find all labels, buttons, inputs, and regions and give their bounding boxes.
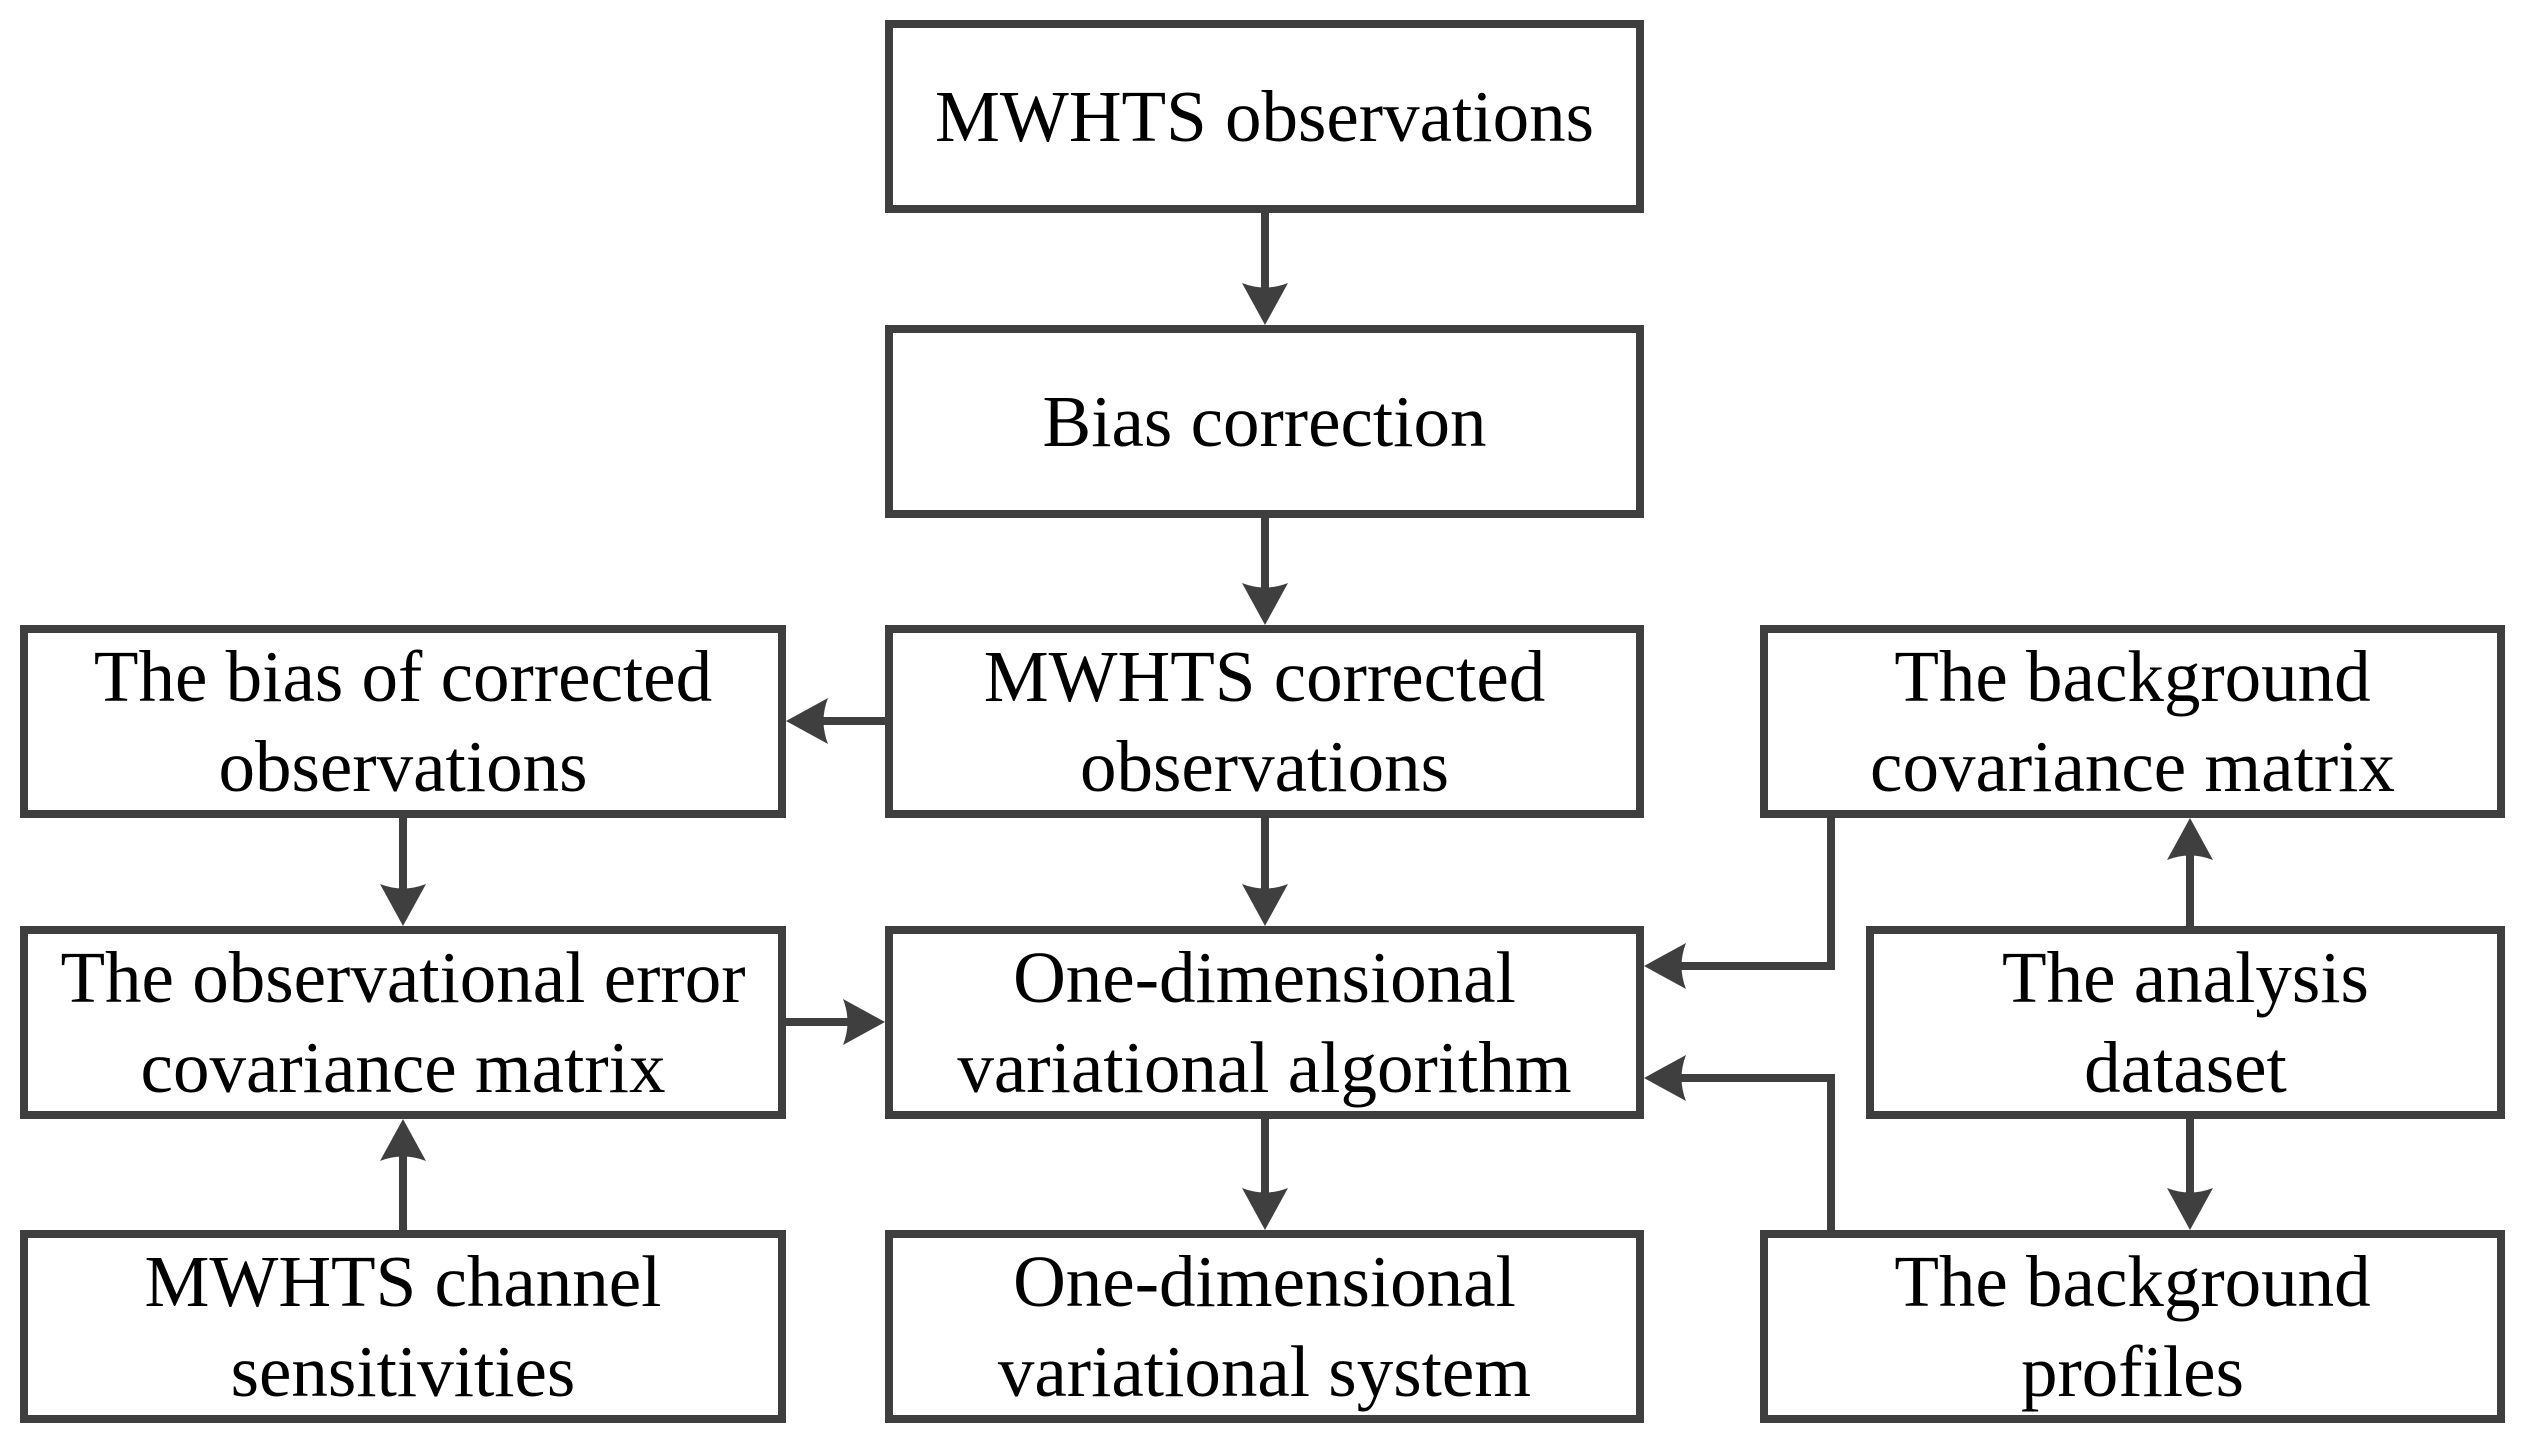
node-background-profiles: The background profiles bbox=[1760, 1230, 2505, 1423]
edge-background-profiles-to-variational-algorithm bbox=[1677, 1074, 1835, 1230]
arrowhead-down-icon bbox=[2167, 1188, 2213, 1230]
arrowhead-down-icon bbox=[1242, 1188, 1288, 1230]
node-mwhts-corrected-observations: MWHTS corrected observations bbox=[885, 625, 1644, 818]
node-analysis-dataset: The analysis dataset bbox=[1866, 926, 2505, 1119]
arrowhead-left-icon bbox=[786, 698, 828, 744]
edge-background-covariance-to-variational-algorithm bbox=[1677, 818, 1835, 970]
arrowhead-down-icon bbox=[1242, 884, 1288, 926]
node-one-dimensional-variational-system: One-dimensional variational system bbox=[885, 1230, 1644, 1423]
node-background-covariance-matrix: The background covariance matrix bbox=[1760, 625, 2505, 818]
arrowhead-right-icon bbox=[843, 999, 885, 1045]
arrowhead-down-icon bbox=[380, 884, 426, 926]
node-one-dimensional-variational-algorithm: One-dimensional variational algorithm bbox=[885, 926, 1644, 1119]
node-mwhts-channel-sensitivities: MWHTS channel sensitivities bbox=[20, 1230, 786, 1423]
node-bias-correction: Bias correction bbox=[885, 325, 1644, 518]
node-observational-error-covariance-matrix: The observational error covariance matri… bbox=[20, 926, 786, 1119]
arrowhead-down-icon bbox=[1242, 283, 1288, 325]
node-mwhts-observations: MWHTS observations bbox=[885, 20, 1644, 213]
arrowhead-up-icon bbox=[2167, 818, 2213, 860]
node-bias-of-corrected-observations: The bias of corrected observations bbox=[20, 625, 786, 818]
arrowhead-left-icon bbox=[1644, 943, 1686, 989]
arrowhead-up-icon bbox=[380, 1119, 426, 1161]
arrowhead-down-icon bbox=[1242, 583, 1288, 625]
arrowhead-left-icon bbox=[1644, 1055, 1686, 1101]
